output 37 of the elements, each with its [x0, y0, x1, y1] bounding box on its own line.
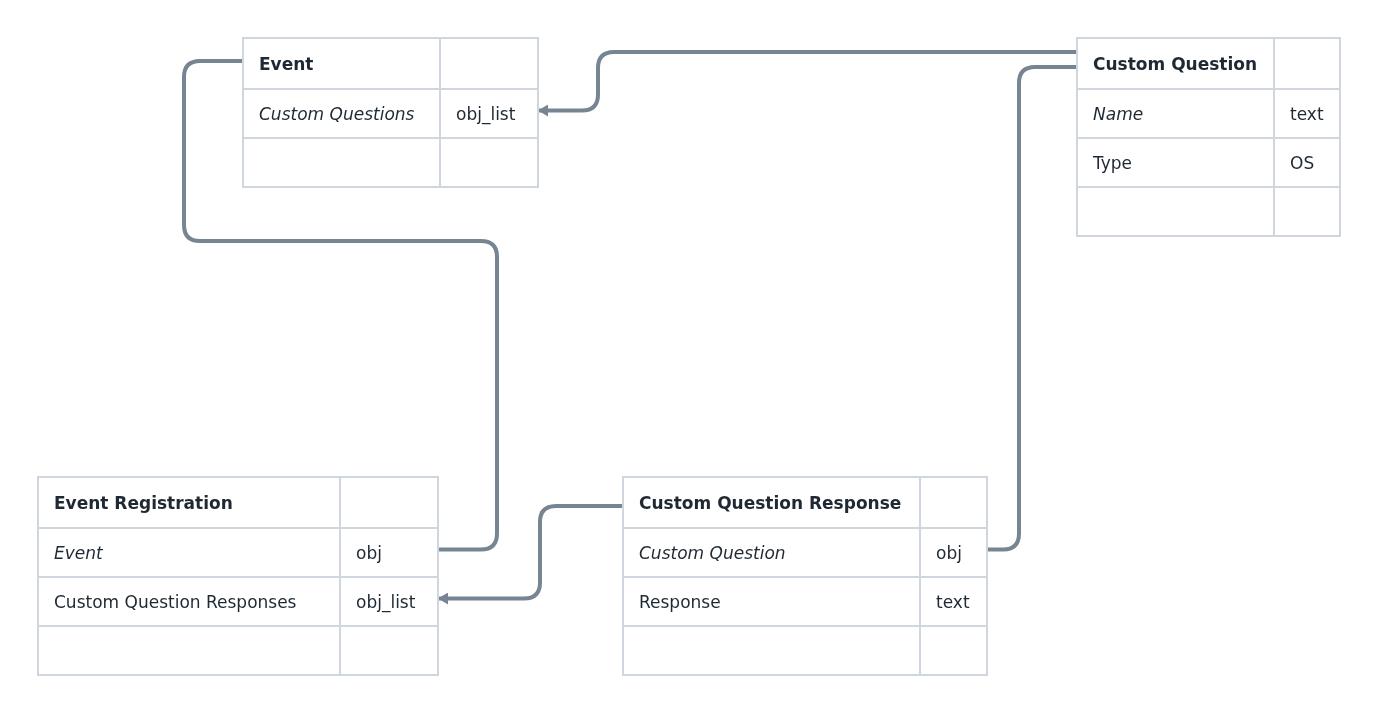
table-row: [1078, 137, 1339, 186]
table-title: Event: [259, 53, 314, 74]
table-row: [244, 88, 537, 137]
table-row: [624, 576, 986, 625]
field-name: Event: [54, 542, 103, 563]
field-name: Custom Question: [639, 542, 786, 563]
empty-row: [39, 625, 437, 674]
table-title: Event Registration: [54, 492, 233, 513]
entity-table: [622, 476, 988, 676]
field-type: obj: [356, 542, 382, 563]
table-title: Custom Question Response: [639, 492, 902, 513]
field-name: Custom Question Responses: [54, 591, 297, 612]
entity-table: [1076, 37, 1341, 237]
table-row: [624, 527, 986, 576]
entity-table: [242, 37, 539, 188]
connector-line: [182, 59, 499, 552]
empty-row: [1078, 186, 1339, 235]
connector-line: [988, 65, 1076, 552]
field-type: obj_list: [356, 591, 416, 612]
table-row: [39, 527, 437, 576]
field-name: Type: [1093, 152, 1133, 173]
empty-row: [624, 625, 986, 674]
field-type: obj: [936, 542, 962, 563]
field-name: Name: [1093, 103, 1144, 124]
connector-line: [538, 50, 1076, 117]
field-type: obj_list: [456, 103, 516, 124]
field-type: OS: [1290, 152, 1315, 173]
field-name: Response: [639, 591, 721, 612]
connector-line: [438, 504, 622, 605]
field-type: text: [1290, 103, 1324, 124]
entity-table: [37, 476, 439, 676]
table-title: Custom Question: [1093, 53, 1258, 74]
field-name: Custom Questions: [259, 103, 415, 124]
field-type: text: [936, 591, 970, 612]
empty-row: [244, 137, 537, 186]
table-row: [1078, 88, 1339, 137]
table-row: [39, 576, 437, 625]
